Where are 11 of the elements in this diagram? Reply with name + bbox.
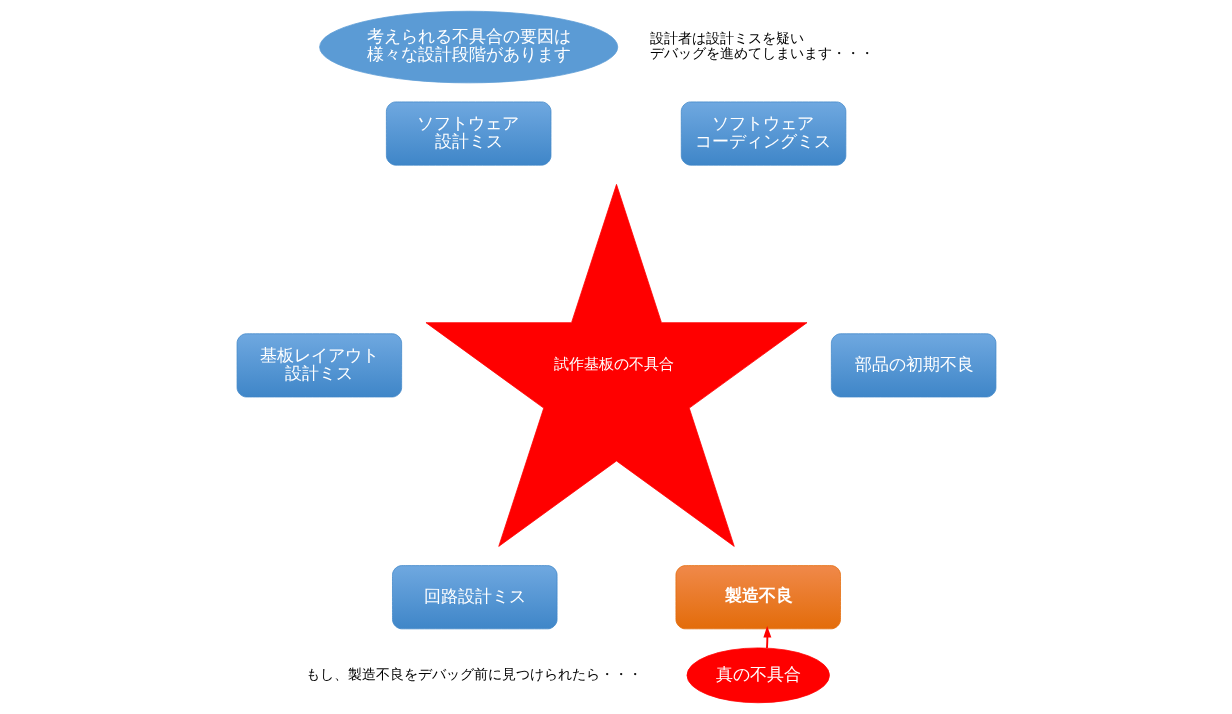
label: 設計者は設計ミスを疑いデバッグを進めてしまいます・・・ [649,29,874,62]
label: もし、製造不良をデバッグ前に見つけられたら・・・ [305,665,642,682]
node-ellipse: 真の不具合 [686,647,830,704]
node-box: 回路設計ミス [391,565,557,630]
node-box: 製造不良 [675,565,841,630]
node-box: ソフトウェア設計ミス [385,101,551,166]
node-box: ソフトウェアコーディングミス [680,101,846,166]
node-ellipse: 考えられる不具合の要因は様々な設計段階があります [318,10,618,84]
node-box: 基板レイアウト設計ミス [236,333,402,398]
arrow [762,626,771,649]
node-box: 部品の初期不良 [830,333,996,398]
